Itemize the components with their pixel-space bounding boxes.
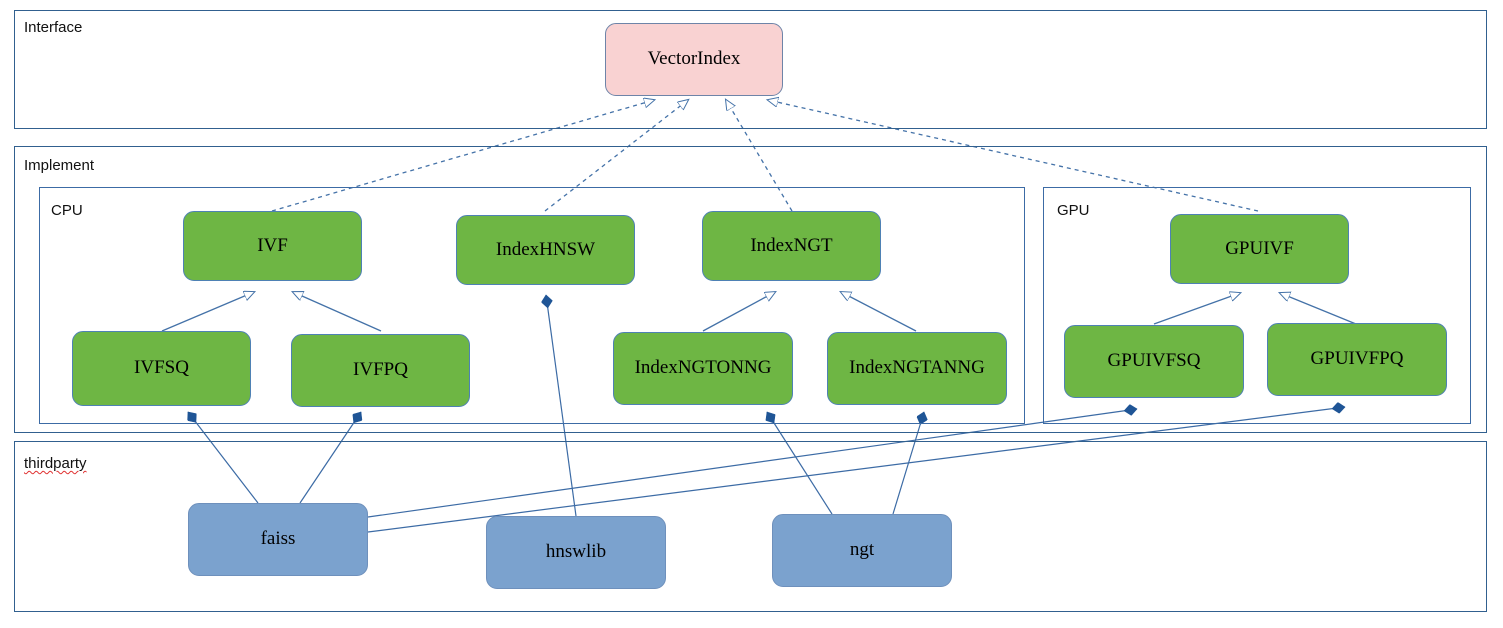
node-indexngtonng-label: IndexNGTONNG <box>634 357 772 379</box>
node-indexngtanng[interactable]: IndexNGTANNG <box>827 332 1007 405</box>
panel-gpu <box>1043 187 1471 424</box>
node-gpuivfpq-label: GPUIVFPQ <box>1310 348 1404 370</box>
node-ivfpq[interactable]: IVFPQ <box>291 334 470 407</box>
panel-interface <box>14 10 1487 129</box>
node-indexngt[interactable]: IndexNGT <box>702 211 881 281</box>
node-gpuivfpq[interactable]: GPUIVFPQ <box>1267 323 1447 396</box>
node-ivfsq-label: IVFSQ <box>134 357 189 379</box>
node-gpuivf[interactable]: GPUIVF <box>1170 214 1349 284</box>
node-ngt[interactable]: ngt <box>772 514 952 587</box>
node-vectorindex[interactable]: VectorIndex <box>605 23 783 96</box>
node-indexhnsw-label: IndexHNSW <box>495 238 596 260</box>
panel-interface-label: Interface <box>24 19 83 36</box>
node-hnswlib-label: hnswlib <box>545 541 607 563</box>
node-ngt-label: ngt <box>849 539 875 561</box>
node-ivf[interactable]: IVF <box>183 211 362 281</box>
node-faiss[interactable]: faiss <box>188 503 368 576</box>
panel-gpu-label: GPU <box>1057 202 1090 219</box>
panel-cpu <box>39 187 1025 424</box>
panel-thirdparty-label: thirdparty <box>24 455 87 472</box>
panel-thirdparty <box>14 441 1487 612</box>
node-gpuivfsq-label: GPUIVFSQ <box>1107 350 1201 372</box>
node-gpuivfsq[interactable]: GPUIVFSQ <box>1064 325 1244 398</box>
panel-implement-label: Implement <box>24 157 95 174</box>
panel-implement <box>14 146 1487 433</box>
node-vectorindex-label: VectorIndex <box>647 48 741 70</box>
node-hnswlib[interactable]: hnswlib <box>486 516 666 589</box>
node-indexngtanng-label: IndexNGTANNG <box>849 357 985 379</box>
panel-cpu-label: CPU <box>51 202 83 219</box>
node-ivfpq-label: IVFPQ <box>353 359 408 381</box>
node-ivf-label: IVF <box>257 234 288 256</box>
node-faiss-label: faiss <box>260 528 296 550</box>
node-ivfsq[interactable]: IVFSQ <box>72 331 251 406</box>
node-indexngtonng[interactable]: IndexNGTONNG <box>613 332 793 405</box>
node-indexngt-label: IndexNGT <box>750 234 833 256</box>
node-indexhnsw[interactable]: IndexHNSW <box>456 215 635 285</box>
node-gpuivf-label: GPUIVF <box>1225 237 1294 259</box>
